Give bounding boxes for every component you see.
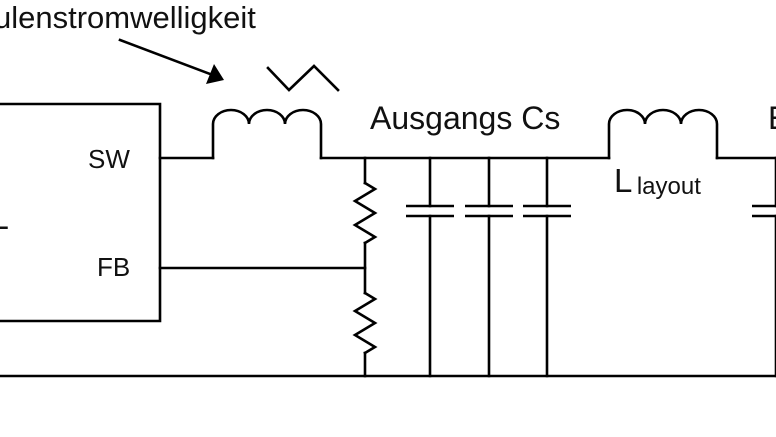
divider-resistor-bottom — [352, 291, 378, 355]
main-inductor — [211, 108, 323, 160]
ripple-label: ulenstromwelligkeit — [0, 0, 256, 35]
layout-inductor-main: L — [614, 162, 632, 199]
output-capacitor-3 — [523, 156, 571, 378]
layout-inductor-subscript: layout — [637, 173, 701, 200]
annotation-arrow-head — [206, 64, 224, 84]
output-capacitor-1 — [406, 156, 454, 378]
ripple-waveform — [266, 64, 340, 92]
output-capacitor-2 — [465, 156, 513, 378]
annotation-arrow-line — [118, 38, 212, 76]
output-caps-label: Ausgangs Cs — [370, 100, 560, 136]
load-capacitor-partial — [752, 156, 776, 378]
layout-inductor-label: L layout — [614, 162, 701, 200]
sw-pin-label: SW — [88, 144, 130, 174]
ic-left-glyph: L — [0, 200, 9, 236]
layout-inductor — [607, 108, 719, 160]
ic-block — [0, 102, 162, 323]
right-edge-label: E — [768, 100, 776, 136]
divider-resistor-top — [352, 181, 378, 245]
fb-pin-label: FB — [97, 252, 130, 282]
